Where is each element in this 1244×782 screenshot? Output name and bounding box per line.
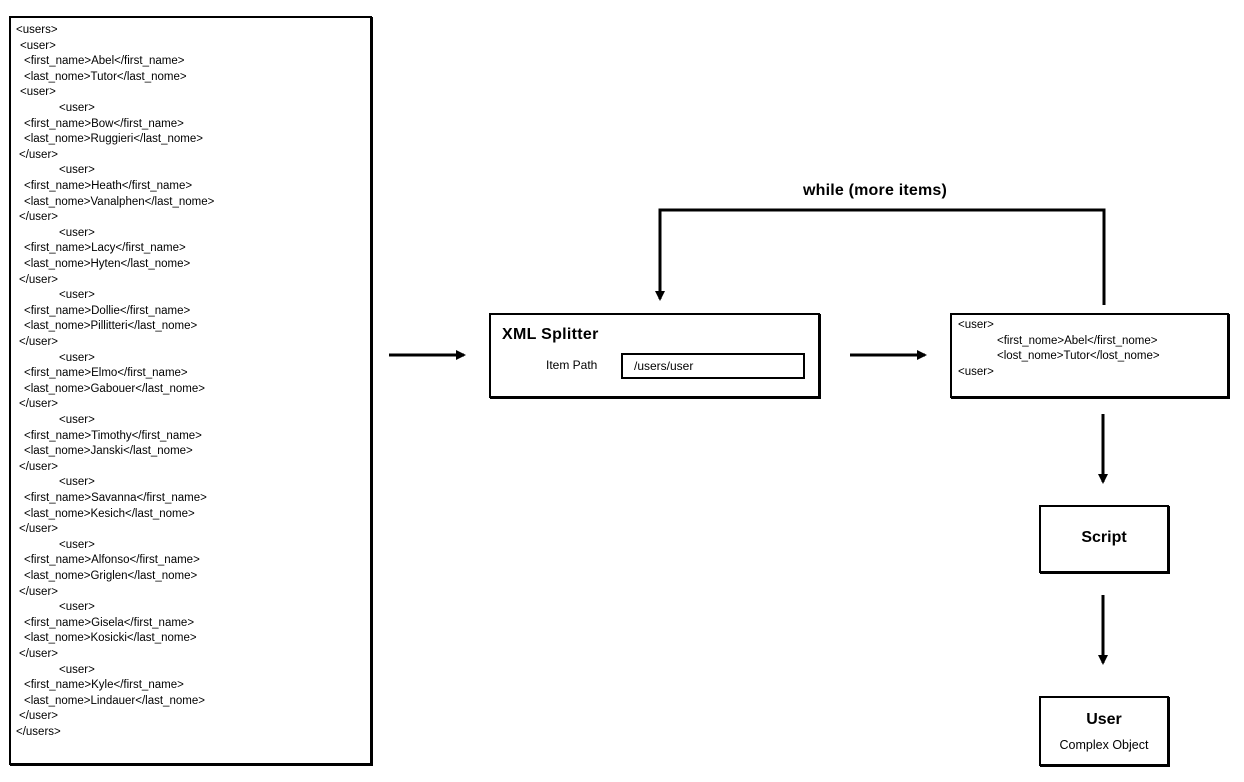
user-object-subtitle: Complex Object [1059,738,1149,752]
xml-line: <first_name>Gisela</first_name> [24,616,195,629]
xml-line: <last_nome>Hyten</last_nome> [24,258,191,270]
xml-line: <first_name>Savanna</first_name> [24,492,207,504]
item-path-label: Item Path [546,358,598,372]
xml-line: </user> [19,211,58,224]
xml-line: <first_name>Dollie</first_name> [24,304,191,317]
xml-line: </user> [19,710,58,723]
xml-line: <users> [16,24,58,36]
item-xml-line: <lost_nome>Tutor</lost_nome> [997,350,1160,362]
xml-line: <last_nome>Kosicki</last_nome> [24,632,197,645]
loop-back-arrow [655,208,1106,305]
xml-line: <last_nome>Tutor</last_nome> [24,70,187,83]
item-xml-line: <user> [958,366,994,378]
script-box[interactable]: Script [1039,505,1169,573]
xml-line: <first_name>Alfonso</first_name> [24,554,200,567]
xml-line: <user> [59,289,95,302]
xml-line: </user> [19,585,58,598]
xml-line: <first_name>Kyle</first_name> [24,679,184,692]
xml-line: <user> [59,164,95,177]
xml-line: <last_nome>Vanalphen</last_nome> [24,195,215,208]
xml-line: </users> [16,726,61,738]
xml-line: <first_name>Bow</first_name> [24,117,184,130]
xml-line: <first_name>Heath</first_name> [24,180,193,192]
split-item-box: <user><first_nome>Abel</first_nome><lost… [950,313,1229,398]
xml-line: <user> [59,414,95,426]
script-label: Script [1081,529,1127,546]
user-object-box: User Complex Object [1039,696,1169,766]
xml-line: <last_nome>Griglen</last_nome> [24,570,198,582]
xml-line: </user> [19,336,58,348]
item-xml-line: <first_nome>Abel</first_nome> [997,335,1158,347]
xml-line: </user> [19,648,58,660]
xml-line: <first_name>Timothy</first_name> [24,429,202,442]
xml-line: </user> [19,460,58,473]
user-object-title: User [1086,711,1122,728]
xml-line: <first_name>Abel</first_name> [24,55,185,68]
xml-line: <user> [59,663,95,676]
splitter-title: XML Splitter [502,326,599,343]
xml-line: <user> [59,351,95,364]
xml-line: <user> [20,86,56,99]
xml-line: <last_nome>Kesich</last_nome> [24,507,195,520]
xml-document-panel: <users> <user> <first_name>Abel</first_nam… [9,16,372,765]
xml-line: </user> [19,523,58,536]
xml-line: <last_nome>Gabouer</last_nome> [24,382,205,395]
xml-line: </user> [19,148,58,161]
xml-line: <user> [59,102,95,114]
xml-line: <user> [59,226,95,239]
xml-line: <last_nome>Lindauer</last_nome> [24,694,205,707]
xml-line: <last_nome>Pillitteri</last_nome> [24,320,198,333]
loop-condition-label: while (more items) [802,182,948,199]
xml-line: <user> [59,476,95,489]
xml-line: <last_nome>Janski</last_nome> [24,445,193,458]
xml-line: </user> [19,398,58,411]
xml-line: <last_nome>Ruggieri</last_nome> [24,133,204,146]
item-xml-line: <user> [958,319,994,331]
xml-line: <user> [59,601,95,614]
xml-line: </user> [19,273,58,286]
xml-line: <user> [59,538,95,551]
xml-line: <first_name>Lacy</first_name> [24,242,186,255]
item-path-input[interactable]: /users/user [621,353,805,379]
xml-line: <first_name>Elmo</first_name> [24,367,188,380]
xml-splitter-box[interactable]: XML Splitter Item Path /users/user [489,313,820,398]
xml-line: <user> [20,39,56,52]
